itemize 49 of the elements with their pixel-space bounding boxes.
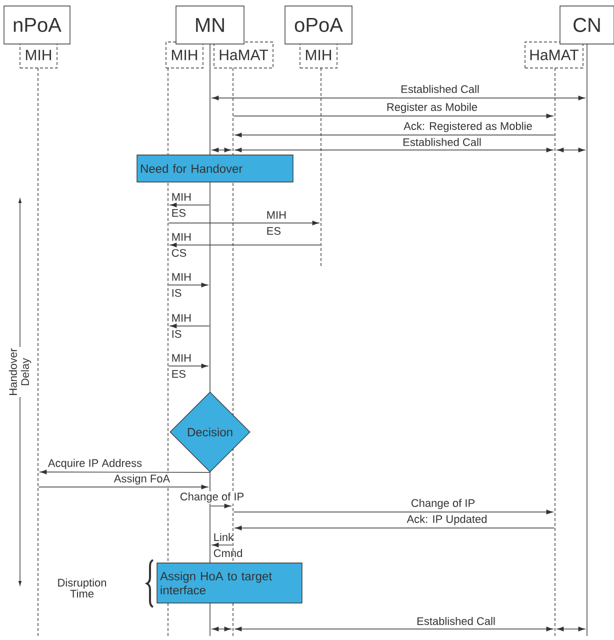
- edge-label: MIH ES: [172, 193, 191, 217]
- edge-label: Link Cmnd: [214, 532, 242, 558]
- edge-label: Assign FoA: [112, 473, 172, 486]
- edge-label: MIH ES: [267, 211, 286, 235]
- edge-label: Established Call: [416, 616, 496, 626]
- arrow: [235, 526, 555, 530]
- lifeline-header: CN: [560, 6, 614, 44]
- lifeline: [320, 68, 322, 268]
- arrow: [38, 484, 208, 490]
- edge-label: MIH ES: [172, 354, 191, 378]
- arrow: [210, 504, 231, 508]
- lifeline: [554, 68, 556, 636]
- edge-label: Change of IP: [178, 491, 246, 504]
- arrow: [170, 324, 210, 328]
- arrow: [168, 364, 208, 368]
- arrow: [212, 542, 233, 548]
- edge-label: Register as Mobile: [385, 102, 479, 114]
- process-box: Need for Handover: [136, 154, 294, 182]
- edge-label: MIH CS: [172, 233, 191, 257]
- arrow: [170, 242, 321, 248]
- arrow: [40, 470, 210, 474]
- arrow: [212, 96, 585, 100]
- arrow: [212, 626, 231, 632]
- edge-label: Acquire IP Address: [46, 458, 144, 470]
- edge-label: MIH IS: [172, 273, 191, 297]
- arrow: [170, 202, 210, 208]
- component-box: HaMAT: [524, 42, 584, 68]
- arrow: [233, 114, 553, 118]
- arrow: [233, 510, 553, 514]
- arrow: [168, 220, 319, 226]
- arrow: [557, 148, 585, 152]
- component-box: HaMAT: [214, 42, 274, 68]
- arrow: [168, 282, 208, 288]
- arrow: [235, 626, 553, 632]
- brace-label: Disruption Time: [58, 578, 106, 598]
- edge-label: Established Call: [402, 136, 482, 148]
- arrow: [212, 148, 231, 152]
- edge-label: Established Call: [400, 84, 480, 94]
- arrow: [557, 626, 585, 632]
- arrow: [235, 148, 553, 152]
- edge-label: Change of IP: [410, 498, 476, 510]
- process-box: Assign HoA to target interface: [156, 562, 302, 604]
- edge-label: Ack: IP Updated: [406, 514, 488, 526]
- component-box: MIH: [166, 42, 204, 68]
- edge-label: MIH IS: [172, 314, 191, 338]
- arrow: [235, 132, 555, 138]
- edge-label: Ack: Registered as Moblie: [402, 120, 534, 134]
- lifeline: [586, 44, 588, 636]
- axis-label: Handover Delay: [8, 347, 32, 397]
